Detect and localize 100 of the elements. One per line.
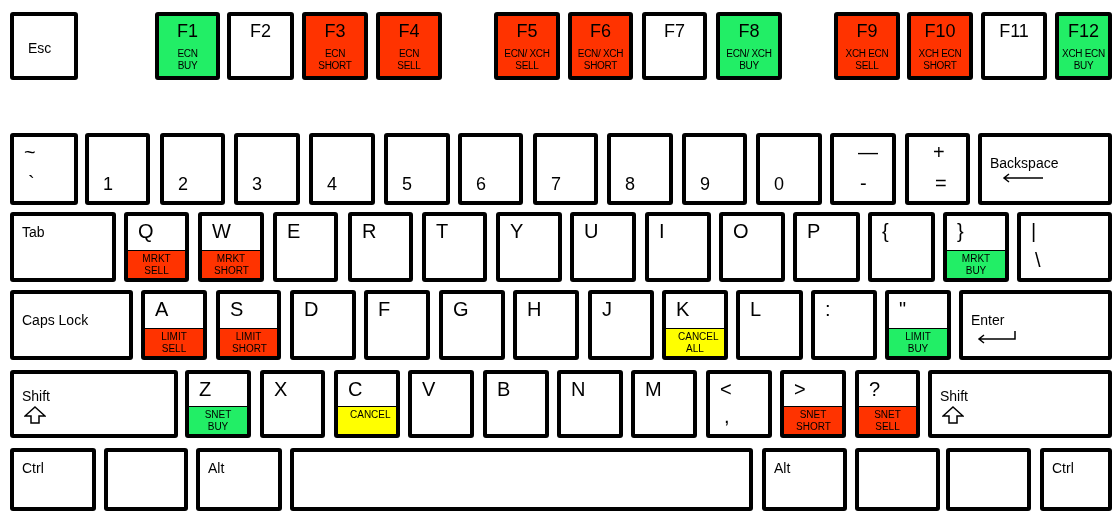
key-label: F4 bbox=[397, 21, 421, 42]
keyboard-key bbox=[631, 370, 697, 438]
function-label: LIMIT SHORT bbox=[220, 328, 277, 356]
function-label: XCH ECN SELL bbox=[844, 48, 890, 72]
key-label: : bbox=[825, 298, 831, 321]
key-label: Q bbox=[138, 220, 154, 243]
keyboard-key bbox=[1017, 212, 1112, 282]
key-label: D bbox=[304, 298, 319, 321]
function-label: ECN BUY bbox=[176, 48, 199, 72]
function-label: XCH ECN SHORT bbox=[917, 48, 963, 72]
keyboard-key bbox=[855, 370, 920, 438]
keyboard-key bbox=[10, 212, 116, 282]
key-label: F3 bbox=[323, 21, 347, 42]
keyboard-key bbox=[1055, 12, 1112, 80]
key-label: T bbox=[436, 220, 449, 243]
key-label: K bbox=[676, 298, 690, 321]
keyboard-key bbox=[334, 370, 400, 438]
keyboard-key bbox=[439, 290, 505, 360]
key-label: 8 bbox=[625, 174, 635, 195]
keyboard-key bbox=[227, 12, 294, 80]
function-label: XCH ECN BUY bbox=[1061, 48, 1106, 72]
keyboard-key bbox=[811, 290, 877, 360]
key-label: Z bbox=[199, 378, 212, 401]
keyboard-key bbox=[376, 12, 442, 80]
keyboard-key bbox=[868, 212, 935, 282]
key-label: U bbox=[584, 220, 599, 243]
keyboard-key bbox=[494, 12, 560, 80]
key-label: X bbox=[274, 378, 288, 401]
key-label: S bbox=[230, 298, 244, 321]
keyboard-key bbox=[85, 133, 150, 205]
keyboard-key bbox=[160, 133, 225, 205]
keyboard-key bbox=[780, 370, 846, 438]
function-label: ECN/ XCH SHORT bbox=[576, 48, 625, 72]
keyboard-key bbox=[302, 12, 368, 80]
keyboard-key bbox=[124, 212, 189, 282]
key-label: — bbox=[858, 141, 878, 164]
function-label: CANCEL bbox=[338, 406, 396, 434]
keyboard-key bbox=[570, 212, 636, 282]
keyboard-key bbox=[834, 12, 900, 80]
key-label: " bbox=[899, 298, 907, 321]
key-label: 0 bbox=[774, 174, 784, 195]
keyboard-key bbox=[716, 12, 782, 80]
key-label: Enter bbox=[971, 312, 1005, 328]
keyboard-key bbox=[348, 212, 413, 282]
keyboard-key bbox=[706, 370, 772, 438]
keyboard-key bbox=[588, 290, 654, 360]
keyboard-key bbox=[364, 290, 430, 360]
key-label: 2 bbox=[178, 174, 188, 195]
key-label: W bbox=[212, 220, 231, 243]
key-label: M bbox=[645, 378, 662, 401]
function-label: SNET SELL bbox=[859, 406, 916, 434]
key-label: ` bbox=[28, 172, 35, 195]
key-label: G bbox=[453, 298, 469, 321]
key-label: < bbox=[720, 378, 732, 401]
keyboard-key bbox=[855, 448, 940, 511]
key-label: F11 bbox=[998, 21, 1030, 42]
keyboard-key bbox=[557, 370, 623, 438]
key-label: Ctrl bbox=[1052, 460, 1074, 476]
keyboard-key bbox=[1040, 448, 1112, 511]
function-label: ECN/ XCH SELL bbox=[503, 48, 551, 72]
key-label: J bbox=[602, 298, 612, 321]
function-label: CANCEL ALL bbox=[666, 328, 724, 356]
keyboard-key bbox=[198, 212, 264, 282]
key-label: V bbox=[422, 378, 436, 401]
key-label: Shift bbox=[22, 388, 50, 404]
keyboard-key bbox=[483, 370, 549, 438]
key-label: Ctrl bbox=[22, 460, 44, 476]
key-label: C bbox=[348, 378, 363, 401]
key-label: Y bbox=[510, 220, 524, 243]
key-label: Alt bbox=[774, 460, 791, 476]
keyboard-key bbox=[959, 290, 1112, 360]
keyboard-key bbox=[928, 370, 1112, 438]
function-label: MRKT BUY bbox=[947, 250, 1005, 278]
key-label: ? bbox=[869, 378, 881, 401]
keyboard-key bbox=[273, 212, 338, 282]
keyboard-key bbox=[408, 370, 474, 438]
keyboard-key bbox=[196, 448, 282, 511]
key-label: { bbox=[882, 220, 889, 243]
keyboard-key bbox=[568, 12, 633, 80]
key-label: R bbox=[362, 220, 377, 243]
keyboard-key bbox=[905, 133, 970, 205]
keyboard-key bbox=[719, 212, 785, 282]
keyboard-key bbox=[943, 212, 1009, 282]
keyboard-key bbox=[309, 133, 375, 205]
keyboard-key bbox=[458, 133, 523, 205]
keyboard-key bbox=[290, 448, 753, 511]
key-label: ~ bbox=[24, 141, 36, 164]
key-label: A bbox=[155, 298, 169, 321]
function-label: MRKT SELL bbox=[128, 250, 185, 278]
key-label: , bbox=[724, 405, 730, 428]
keyboard-key bbox=[155, 12, 220, 80]
key-label: E bbox=[287, 220, 301, 243]
function-label: SNET SHORT bbox=[784, 406, 842, 434]
keyboard-key bbox=[234, 133, 300, 205]
keyboard-key bbox=[762, 448, 847, 511]
key-label: | bbox=[1031, 220, 1037, 243]
key-label: 3 bbox=[252, 174, 262, 195]
keyboard-key bbox=[513, 290, 579, 360]
keyboard-key bbox=[907, 12, 973, 80]
keyboard-key bbox=[981, 12, 1047, 80]
